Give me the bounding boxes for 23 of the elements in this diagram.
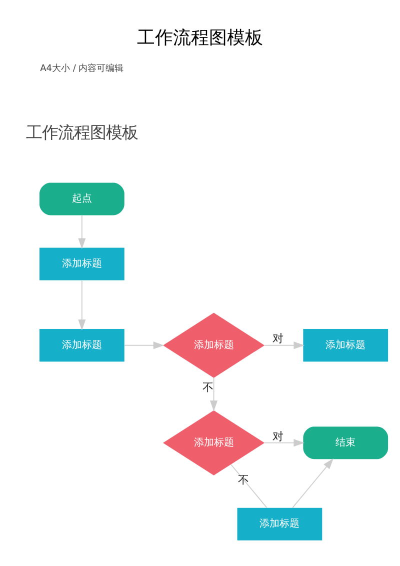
node-box: 添加标题 (39, 329, 124, 362)
edge-label: 不 (202, 380, 214, 394)
arrow (210, 377, 218, 412)
arrow (78, 215, 86, 250)
edge-label: 对 (272, 430, 284, 443)
node-diamond: 添加标题 (163, 410, 265, 476)
arrow (292, 458, 334, 508)
arrow (264, 342, 305, 350)
node-box: 起点 (39, 182, 124, 216)
node-box: 结束 (303, 426, 388, 460)
arrow (264, 439, 305, 447)
edge-label: 对 (272, 332, 284, 346)
edge-label: 不 (238, 474, 249, 487)
label: 工作流程图模板 (26, 122, 138, 142)
connector (230, 464, 268, 508)
arrow (78, 280, 86, 330)
node-box: 添加标题 (303, 329, 388, 362)
node-diamond: 添加标题 (163, 312, 265, 378)
diagram-title: 工作流程图模板 (137, 28, 263, 49)
arrow (124, 342, 164, 350)
label: A4大小 / 内容可编辑 (40, 64, 124, 74)
node-box: 添加标题 (39, 248, 124, 280)
node-box: 添加标题 (237, 508, 322, 540)
